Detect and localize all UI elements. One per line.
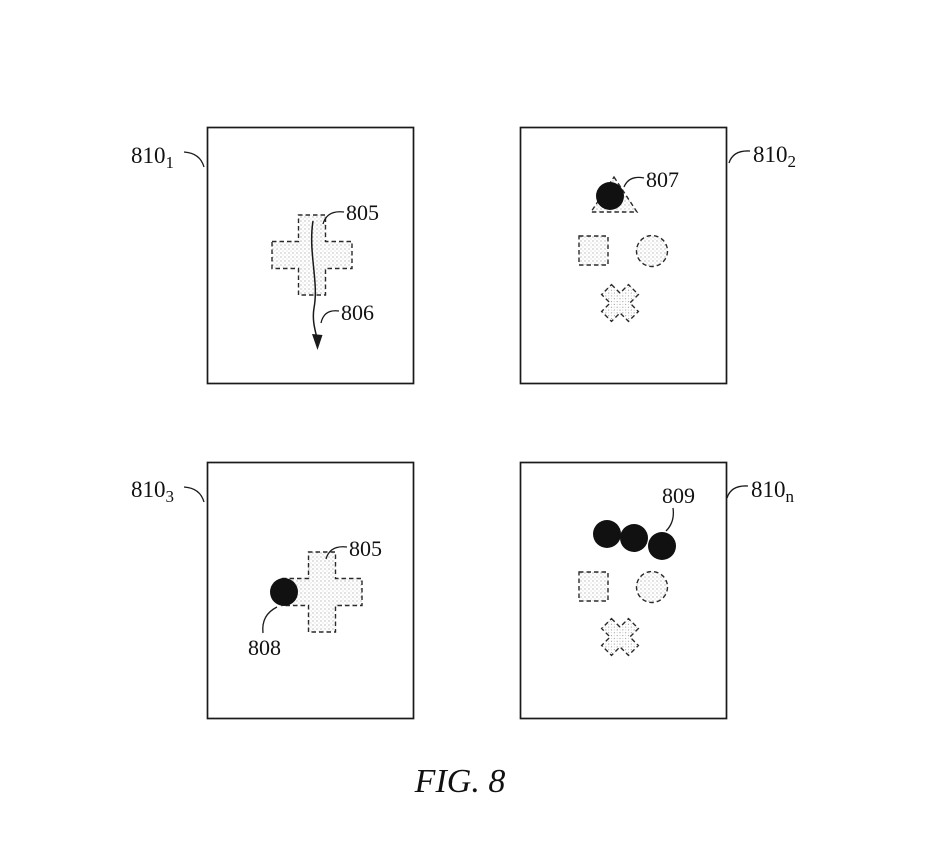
motion-arrow-806-line	[310, 220, 318, 339]
filled-circle-809-2	[620, 524, 648, 552]
leader-line-810-1	[183, 151, 205, 168]
stippled-circle	[635, 570, 669, 604]
panel-810-3: 8103 805 808	[131, 461, 415, 720]
leader-line-808	[262, 606, 278, 634]
ref-label-810-1: 8101	[131, 143, 174, 172]
leader-line-809	[665, 507, 674, 532]
panel-810-1: 8101 805 806	[131, 126, 415, 385]
filled-circle-807	[596, 182, 624, 210]
panel-810-2-frame	[519, 126, 728, 385]
panel-810-2: 8102 807	[519, 126, 796, 385]
ref-label-810-3: 8103	[131, 477, 174, 506]
ref-label-810-2: 8102	[753, 142, 796, 171]
ref-label-810-n: 810n	[751, 477, 795, 506]
callout-label-806: 806	[341, 300, 374, 325]
callout-label-808: 808	[248, 635, 281, 660]
leader-line-807	[623, 176, 645, 188]
motion-arrow-806-head	[312, 334, 323, 350]
filled-circle-808	[270, 578, 298, 606]
leader-line-806	[320, 310, 340, 324]
figure-caption: FIG. 8	[414, 763, 506, 800]
stippled-plus-shape-805	[281, 551, 363, 633]
stippled-square	[578, 235, 609, 266]
filled-circle-809-3	[648, 532, 676, 560]
callout-label-805-p3: 805	[349, 536, 382, 561]
callout-label-807: 807	[646, 167, 679, 192]
stippled-x-shape	[600, 617, 640, 657]
callout-label-809: 809	[662, 483, 695, 508]
leader-line-805-p3	[325, 546, 348, 560]
stippled-x-shape	[600, 283, 640, 323]
leader-line-805-p1	[322, 211, 345, 225]
stippled-square	[578, 571, 609, 602]
leader-line-810-2	[728, 150, 751, 164]
leader-line-810-3	[183, 486, 205, 503]
leader-line-810-n	[726, 485, 749, 499]
callout-label-805-p1: 805	[346, 200, 379, 225]
panel-810-n: 810n 809	[519, 461, 795, 720]
panel-810-n-frame	[519, 461, 728, 720]
filled-circle-809-1	[593, 520, 621, 548]
stippled-circle	[635, 234, 669, 268]
